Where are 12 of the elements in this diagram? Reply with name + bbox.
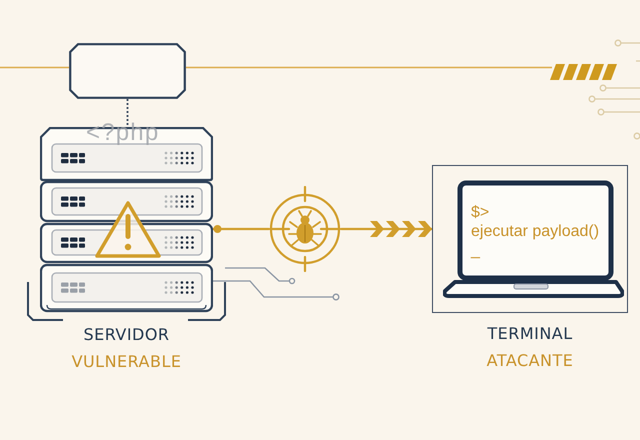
- node-subtitle: ATACANTE: [486, 351, 574, 371]
- terminal-line: $>: [471, 203, 490, 222]
- node-subtitle: VULNERABLE: [72, 352, 182, 372]
- node-title: TERMINAL: [487, 324, 573, 344]
- node-title: SERVIDOR: [83, 325, 170, 345]
- terminal-line: ejecutar payload(): [471, 222, 600, 241]
- terminal-line: _: [471, 241, 481, 260]
- connector-line: [213, 225, 269, 233]
- laptop-illustration: [443, 180, 624, 300]
- empty-box: [69, 43, 186, 99]
- bug-crosshair-icon: [269, 186, 341, 272]
- dotted-connector: [126, 99, 128, 127]
